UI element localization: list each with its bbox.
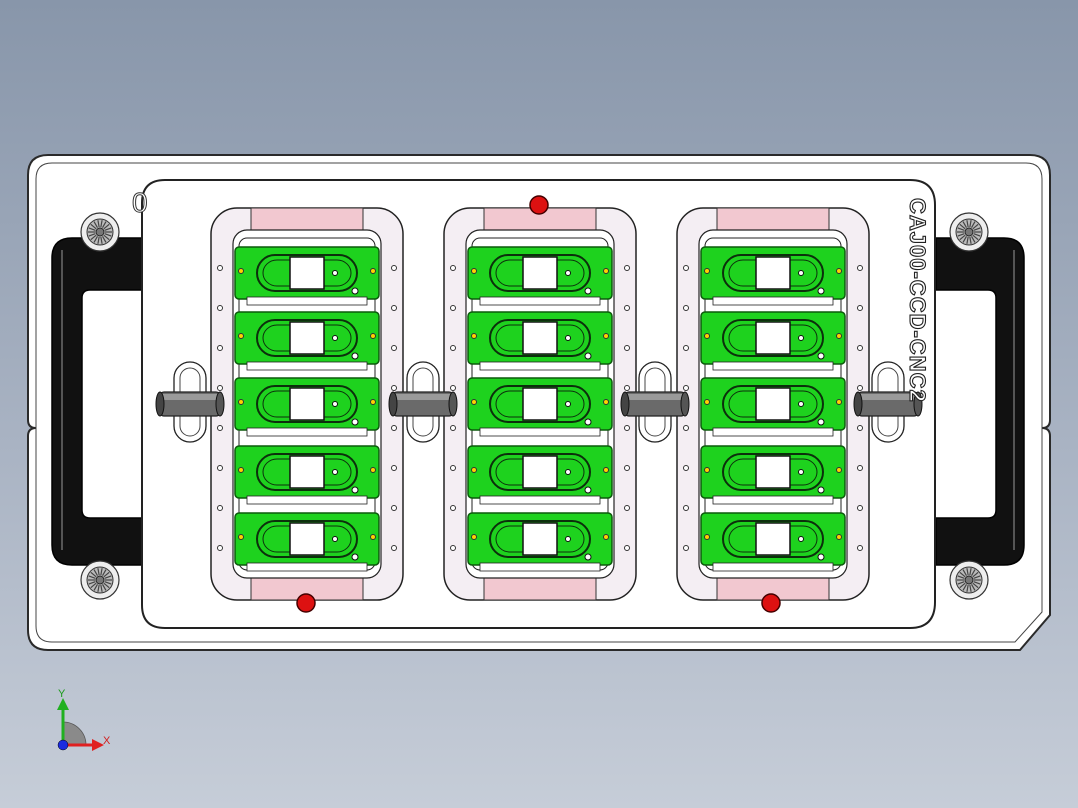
pcb-nest[interactable] (234, 512, 380, 572)
pcb-nest[interactable] (700, 246, 846, 306)
pcb-nest[interactable] (234, 445, 380, 505)
locating-pin-top-center (529, 195, 549, 215)
pcb-nest[interactable] (700, 377, 846, 437)
corner-screw (949, 560, 989, 600)
locating-pin-bottom-right (761, 593, 781, 613)
pcb-nest[interactable] (700, 445, 846, 505)
pcb-nest[interactable] (467, 246, 613, 306)
corner-screw (949, 212, 989, 252)
clamp-pin[interactable] (853, 361, 923, 443)
nest-column (676, 207, 870, 601)
y-axis-label: Y (58, 688, 66, 700)
pcb-nest[interactable] (467, 445, 613, 505)
pcb-nest[interactable] (234, 311, 380, 371)
locating-pins (296, 195, 781, 613)
corner-mark: 0 (132, 187, 148, 218)
left-handle[interactable] (51, 237, 143, 566)
nest-column (443, 207, 637, 601)
clamp-pins (155, 361, 923, 443)
pcb-nest[interactable] (700, 311, 846, 371)
pcb-nest[interactable] (467, 311, 613, 371)
pcb-nest[interactable] (467, 512, 613, 572)
corner-screws (80, 212, 989, 600)
pcb-nest[interactable] (467, 377, 613, 437)
pcb-nest[interactable] (234, 246, 380, 306)
locating-pin-bottom-left (296, 593, 316, 613)
clamp-pin[interactable] (620, 361, 690, 443)
corner-screw (80, 560, 120, 600)
pcb-nest[interactable] (234, 377, 380, 437)
x-axis-label: X (103, 735, 111, 747)
part-engraving: CAJ00-CCD-CNC2 (905, 198, 930, 403)
pcb-nest[interactable] (700, 512, 846, 572)
nest-columns (210, 207, 870, 601)
clamp-pin[interactable] (388, 361, 458, 443)
clamp-pin[interactable] (155, 361, 225, 443)
corner-screw (80, 212, 120, 252)
nest-column (210, 207, 404, 601)
coordinate-triad: Y X (57, 688, 111, 751)
